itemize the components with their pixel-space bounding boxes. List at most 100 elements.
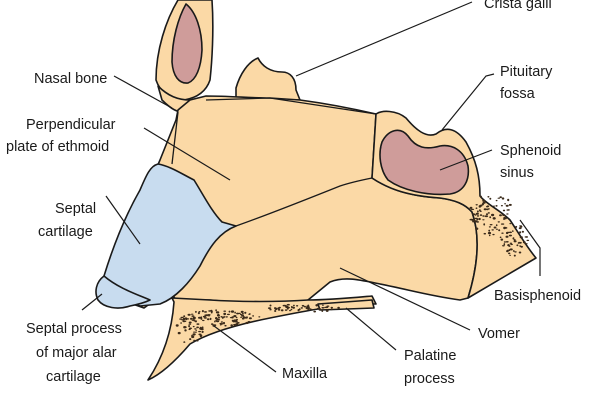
stipple-dot — [216, 321, 219, 323]
stipple-dot — [509, 223, 511, 224]
label-pituitary-1: Pituitary — [500, 64, 553, 80]
stipple-dot — [229, 311, 231, 313]
stipple-dot — [183, 315, 185, 317]
stipple-dot — [189, 322, 192, 324]
stipple-dot — [190, 318, 192, 320]
stipple-dot — [482, 203, 484, 205]
label-crista-galli: Crista galli — [484, 0, 552, 12]
stipple-dot — [526, 240, 529, 241]
stipple-dot — [222, 323, 225, 324]
stipple-dot — [211, 323, 214, 325]
stipple-dot — [188, 324, 191, 325]
label-septal-process-2: of major alar — [36, 345, 117, 361]
stipple-dot — [207, 314, 210, 316]
stipple-dot — [509, 232, 512, 234]
stipple-dot — [195, 330, 197, 331]
stipple-dot — [504, 203, 506, 204]
stipple-dot — [185, 317, 187, 319]
stipple-dot — [274, 307, 276, 309]
stipple-dot — [195, 311, 197, 313]
stipple-dot — [202, 320, 205, 321]
stipple-dot — [178, 332, 181, 334]
stipple-dot — [502, 197, 505, 199]
stipple-dot — [286, 306, 289, 308]
stipple-dot — [515, 226, 517, 228]
stipple-dot — [220, 316, 222, 318]
stipple-dot — [188, 314, 191, 316]
label-palatine-2: process — [404, 371, 455, 387]
stipple-dot — [242, 318, 244, 320]
stipple-dot — [198, 317, 201, 319]
label-perpendicular-1: Perpendicular — [26, 117, 116, 133]
stipple-dot — [489, 226, 491, 227]
stipple-dot — [218, 317, 220, 319]
stipple-dot — [470, 207, 473, 209]
stipple-dot — [216, 311, 219, 313]
stipple-dot — [331, 307, 333, 309]
stipple-dot — [246, 316, 248, 318]
stipple-dot — [477, 210, 479, 212]
label-nasal-bone: Nasal bone — [34, 71, 107, 87]
stipple-dot — [184, 329, 186, 331]
stipple-dot — [476, 204, 478, 205]
stipple-dot — [509, 235, 512, 237]
stipple-dot — [232, 320, 234, 321]
stipple-dot — [182, 320, 185, 322]
stipple-dot — [223, 313, 226, 315]
stipple-dot — [519, 231, 521, 233]
stipple-dot — [196, 323, 199, 325]
stipple-dot — [494, 227, 497, 229]
stipple-dot — [519, 252, 522, 254]
stipple-dot — [503, 227, 506, 229]
stipple-dot — [302, 305, 305, 307]
stipple-dot — [498, 229, 500, 231]
stipple-dot — [501, 233, 503, 234]
stipple-dot — [248, 314, 250, 315]
stipple-dot — [498, 198, 501, 199]
stipple-dot — [479, 205, 481, 207]
stipple-dot — [217, 314, 220, 316]
stipple-dot — [506, 205, 509, 207]
stipple-dot — [281, 309, 284, 311]
stipple-dot — [509, 204, 512, 206]
stipple-dot — [501, 223, 504, 224]
stipple-dot — [195, 332, 197, 333]
stipple-dot — [331, 308, 333, 310]
stipple-dot — [249, 317, 252, 319]
stipple-dot — [215, 317, 217, 319]
stipple-dot — [220, 324, 222, 325]
stipple-dot — [202, 310, 204, 312]
label-perpendicular-2: plate of ethmoid — [6, 139, 109, 155]
stipple-dot — [189, 338, 191, 340]
label-septal-process-3: cartilage — [46, 369, 101, 385]
stipple-dot — [507, 199, 509, 201]
stipple-dot — [285, 309, 288, 311]
stipple-dot — [201, 318, 203, 320]
stipple-dot — [196, 340, 198, 342]
stipple-dot — [202, 331, 204, 333]
stipple-dot — [477, 215, 479, 217]
stipple-dot — [245, 322, 248, 324]
stipple-dot — [301, 307, 303, 309]
stipple-dot — [501, 205, 503, 206]
stipple-dot — [204, 311, 207, 313]
stipple-dot — [322, 305, 324, 306]
stipple-dot — [287, 304, 290, 306]
label-sphenoid-1: Sphenoid — [500, 143, 561, 159]
stipple-dot — [240, 317, 242, 318]
stipple-dot — [316, 304, 318, 306]
stipple-dot — [199, 311, 201, 312]
stipple-dot — [233, 324, 236, 326]
stipple-dot — [475, 218, 478, 219]
stipple-dot — [523, 241, 526, 243]
stipple-dot — [513, 250, 515, 252]
stipple-dot — [319, 309, 322, 311]
stipple-dot — [180, 322, 182, 324]
stipple-dot — [480, 214, 482, 216]
stipple-dot — [241, 311, 244, 313]
stipple-dot — [337, 307, 340, 309]
stipple-dot — [231, 310, 234, 312]
stipple-dot — [506, 213, 508, 214]
stipple-dot — [313, 311, 316, 313]
